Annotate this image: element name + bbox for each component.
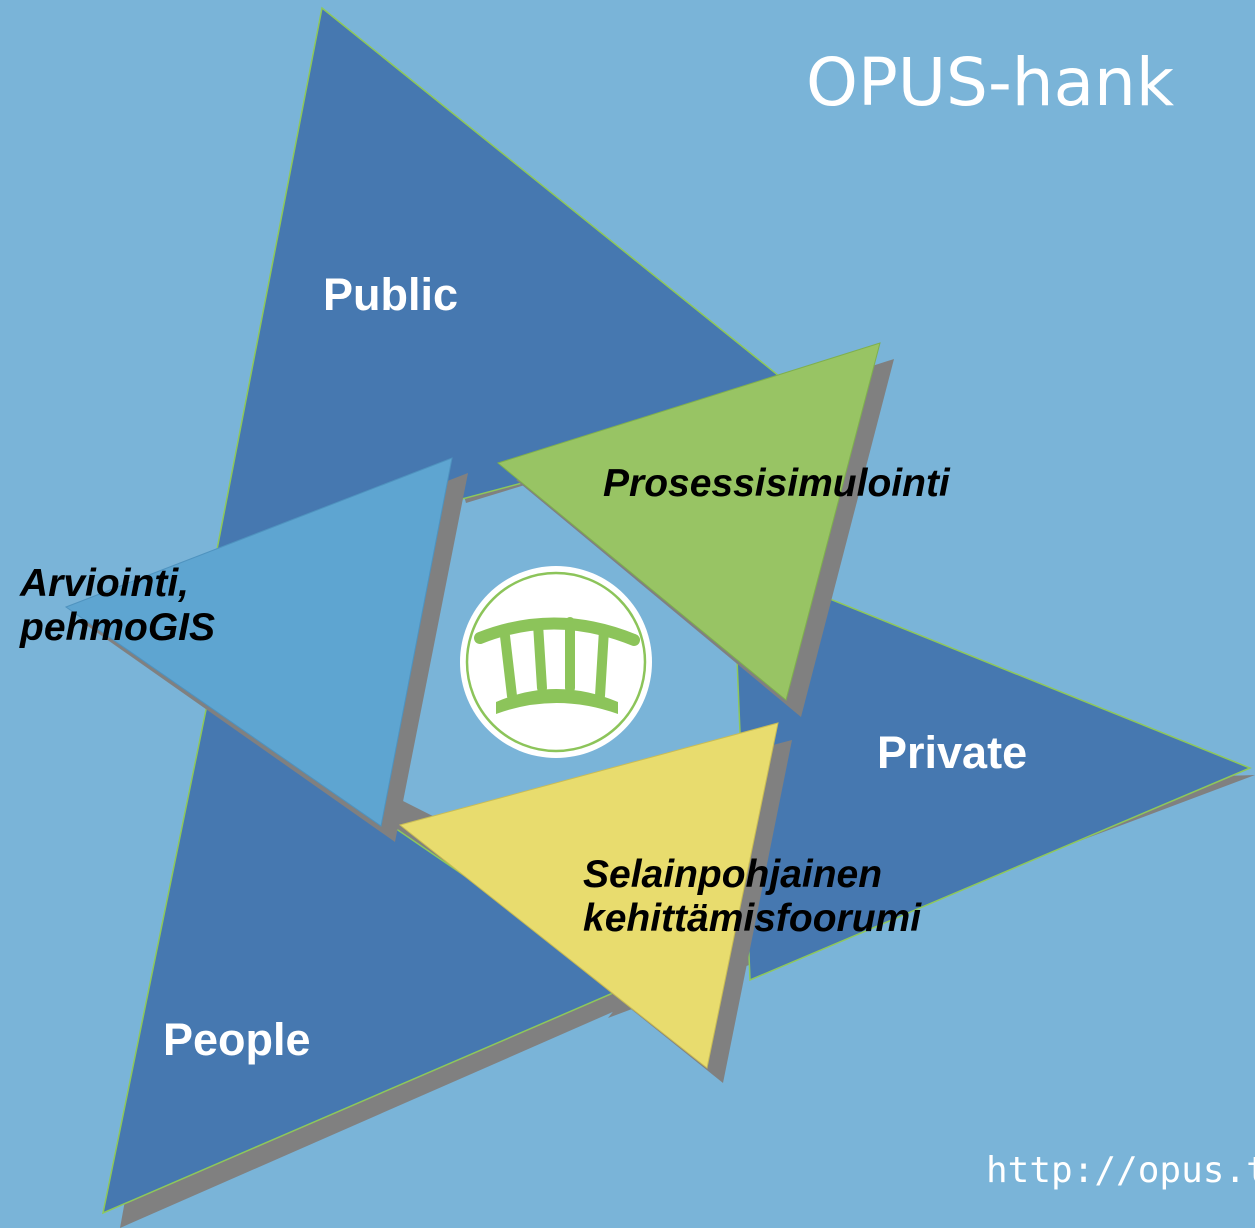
arviointi-triangle xyxy=(64,457,453,827)
people-triangle xyxy=(101,698,629,1215)
label-arviointi: Arviointi, pehmoGIS xyxy=(20,562,215,650)
label-people: People xyxy=(163,1014,311,1065)
label-prosessisimulointi: Prosessisimulointi xyxy=(603,462,950,505)
label-arviointi-line1: Arviointi, xyxy=(20,562,190,605)
label-private: Private xyxy=(877,727,1028,778)
label-selain-line2: kehittämisfoorumi xyxy=(583,897,922,941)
page-title: OPUS-hank xyxy=(806,44,1175,121)
prosessi-triangle xyxy=(496,342,881,701)
label-public: Public xyxy=(323,269,459,320)
selain-triangle xyxy=(398,722,779,1069)
source-url: http://opus.t xyxy=(986,1150,1255,1191)
bridge-logo-icon xyxy=(460,566,652,758)
label-selainpohjainen: Selainpohjainen kehittämisfoorumi xyxy=(583,853,921,941)
label-selain-line1: Selainpohjainen xyxy=(583,853,883,896)
label-arviointi-line2: pehmoGIS xyxy=(20,606,216,650)
